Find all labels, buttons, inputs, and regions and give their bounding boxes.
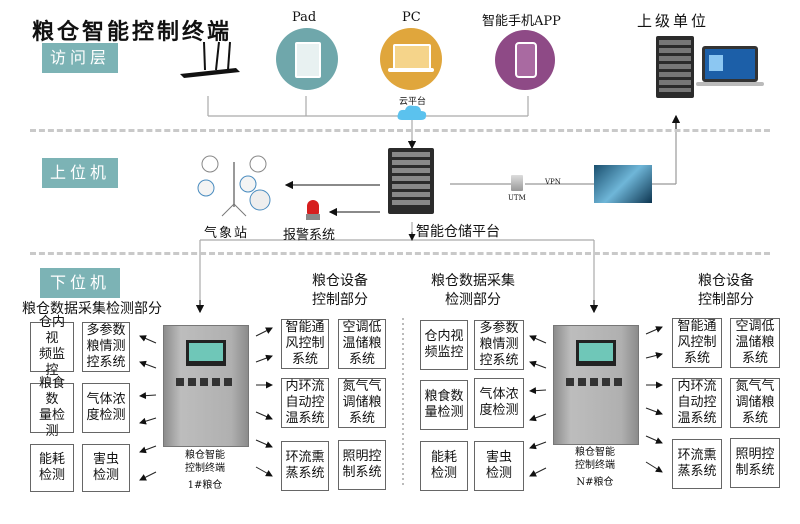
unitn-ctrl-title-2: 控制部分 <box>698 292 754 308</box>
layer-divider <box>30 252 770 255</box>
unit1-acq-box: 粮食数量检测 <box>30 376 74 439</box>
weather-station-icon <box>196 152 272 218</box>
layer-label-lower: 下位机 <box>40 268 120 298</box>
laptop-base <box>696 82 764 86</box>
unit1-acq-box: 气体浓度检测 <box>82 383 130 433</box>
unitn-cabinet-caption-1: 粮仓智能 <box>575 447 615 458</box>
unitn-acq-box: 害虫检测 <box>474 441 524 491</box>
utm-icon <box>511 175 523 191</box>
vpn-label: VPN <box>545 178 561 186</box>
unit1-cabinet-caption-2: 控制终端 <box>185 463 225 474</box>
superior-unit-label: 上级单位 <box>637 12 710 30</box>
pc-icon <box>380 28 442 90</box>
unit1-acq-box: 害虫检测 <box>82 444 130 492</box>
weather-station-label: 气象站 <box>204 226 250 241</box>
layer-label-access: 访问层 <box>42 43 118 73</box>
pad-icon <box>276 28 338 90</box>
unit1-ctrl-title-1: 粮仓设备 <box>312 273 368 289</box>
alarm-light-icon <box>306 200 320 222</box>
unitn-cabinet-id: N#粮仓 <box>576 477 614 488</box>
platform-label: 智能仓储平台 <box>416 224 500 240</box>
unit1-ctrl-box: 内环流自动控温系统 <box>281 378 329 428</box>
unit1-acq-box: 仓内视频监控 <box>30 315 74 378</box>
cloud-icon <box>396 104 428 122</box>
unitn-ctrl-box: 内环流自动控温系统 <box>672 378 722 428</box>
page-title: 粮仓智能控制终端 <box>32 20 233 45</box>
unitn-acq-box: 仓内视频监控 <box>420 320 468 370</box>
router-icon <box>178 40 242 80</box>
unitn-cabinet-caption-2: 控制终端 <box>575 460 615 471</box>
unitn-ctrl-box: 氮气气调储粮系统 <box>730 378 780 428</box>
unitn-acq-box: 能耗检测 <box>420 441 468 491</box>
unit1-ctrl-box: 环流熏蒸系统 <box>281 441 329 491</box>
unitn-acq-title-2: 检测部分 <box>445 292 501 308</box>
cloud-label: 云平台 <box>399 97 427 107</box>
remote-network-image <box>594 165 652 203</box>
unit1-ctrl-title-2: 控制部分 <box>312 292 368 308</box>
unit1-ctrl-box: 空调低温储粮系统 <box>338 319 386 369</box>
laptop-icon <box>702 46 758 82</box>
unit1-acq-box: 多参数粮情测控系统 <box>82 322 130 372</box>
platform-server-icon <box>388 148 434 214</box>
layer-label-upper: 上位机 <box>42 158 118 188</box>
pc-label: PC <box>402 10 421 25</box>
unitn-cabinet-icon <box>553 325 639 445</box>
app-label: 智能手机APP <box>482 14 561 29</box>
unit1-ctrl-box: 照明控制系统 <box>338 440 386 490</box>
unit1-cabinet-icon <box>163 325 249 447</box>
unitn-acq-box: 粮食数量检测 <box>420 380 468 430</box>
superior-server-icon <box>656 36 694 98</box>
unit1-acq-box: 能耗检测 <box>30 444 74 492</box>
unitn-ctrl-box: 空调低温储粮系统 <box>730 318 780 368</box>
unitn-acq-box: 多参数粮情测控系统 <box>474 320 524 370</box>
pad-label: Pad <box>292 10 317 25</box>
unit1-acq-title: 粮仓数据采集检测部分 <box>22 301 162 317</box>
unitn-ctrl-box: 环流熏蒸系统 <box>672 439 722 489</box>
unitn-acq-title-1: 粮仓数据采集 <box>431 273 515 289</box>
unit1-cabinet-caption-1: 粮仓智能 <box>185 450 225 461</box>
unit1-cabinet-id: 1#粮仓 <box>187 480 223 491</box>
unitn-ctrl-title-1: 粮仓设备 <box>698 273 754 289</box>
layer-divider <box>30 129 770 132</box>
unitn-acq-box: 气体浓度检测 <box>474 378 524 428</box>
unit1-ctrl-box: 智能通风控制系统 <box>281 319 329 369</box>
unitn-ctrl-box: 照明控制系统 <box>730 438 780 488</box>
alarm-system-label: 报警系统 <box>283 228 336 243</box>
smartphone-icon <box>495 30 555 90</box>
unit1-ctrl-box: 氮气气调储粮系统 <box>338 378 386 428</box>
unitn-ctrl-box: 智能通风控制系统 <box>672 318 722 368</box>
utm-label: UTM <box>508 194 526 202</box>
